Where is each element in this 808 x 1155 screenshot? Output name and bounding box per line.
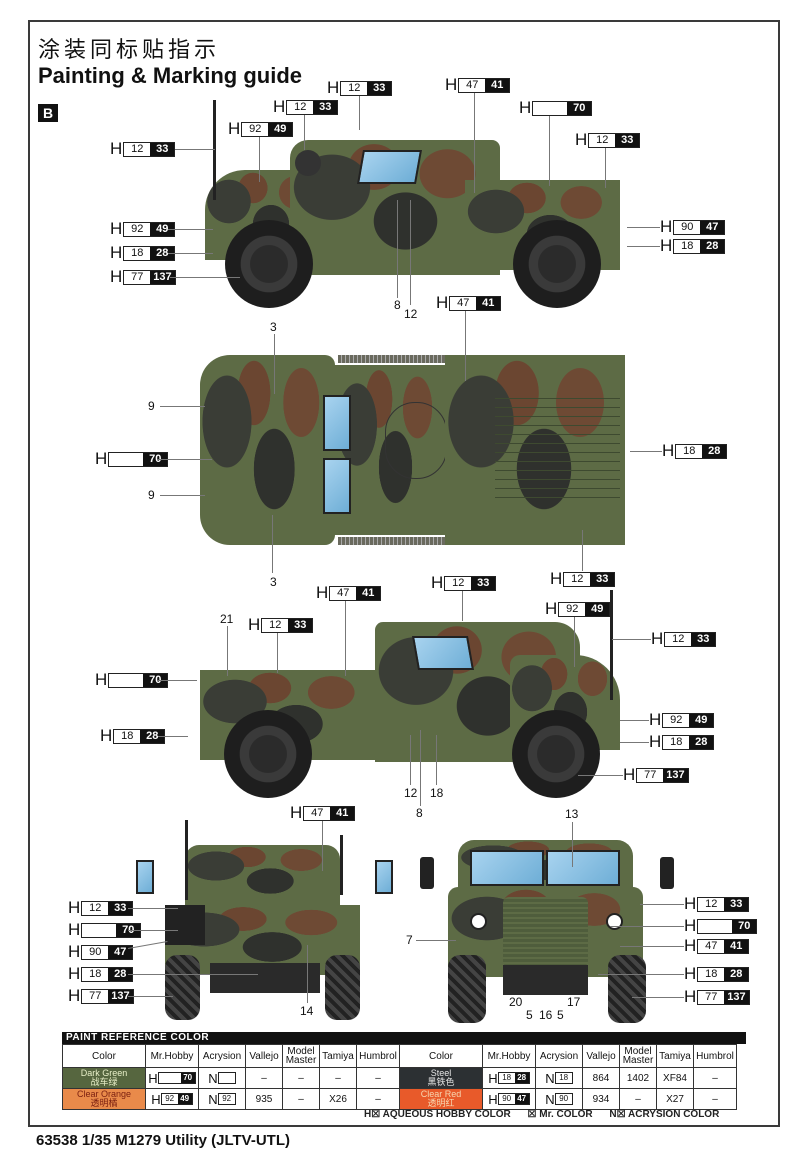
legend-aqueous: H☒ AQUEOUS HOBBY COLOR (364, 1109, 511, 1120)
part-number: 12 (404, 307, 418, 321)
table-header-row: Color Mr.Hobby Acrysion Vallejo Model Ma… (62, 1044, 737, 1068)
part-number: 5 (526, 1008, 533, 1022)
section-badge: B (38, 104, 58, 122)
part-number: 8 (394, 298, 401, 312)
paint-reference-table: Color Mr.Hobby Acrysion Vallejo Model Ma… (62, 1044, 737, 1110)
part-number: 7 (406, 933, 413, 947)
paint-table-title: PAINT REFERENCE COLOR (62, 1032, 746, 1044)
product-title: 63538 1/35 M1279 Utility (JLTV-UTL) (36, 1132, 290, 1149)
paint-legend: H☒ AQUEOUS HOBBY COLOR ☒ Mr. COLOR N☒ AC… (350, 1109, 719, 1120)
part-number: 18 (430, 786, 444, 800)
part-number: 8 (416, 806, 423, 820)
title-chinese: 涂装同标贴指示 (38, 38, 221, 63)
part-number: 9 (148, 488, 155, 502)
part-number: 3 (270, 320, 277, 334)
part-number: 5 (557, 1008, 564, 1022)
page-frame (28, 20, 780, 1127)
part-number: 16 (539, 1008, 553, 1022)
part-number: 13 (565, 807, 579, 821)
title-english: Painting & Marking guide (38, 63, 303, 88)
part-number: 21 (220, 612, 234, 626)
part-number: 17 (567, 995, 581, 1009)
part-number: 14 (300, 1004, 314, 1018)
part-number: 9 (148, 399, 155, 413)
part-number: 20 (509, 995, 523, 1009)
rear-view (130, 815, 395, 1025)
top-view (195, 350, 635, 550)
legend-mr-color: ☒ Mr. COLOR (527, 1109, 593, 1120)
part-number: 3 (270, 575, 277, 589)
right-side-view (190, 590, 630, 800)
part-number: 12 (404, 786, 418, 800)
legend-acrysion: N☒ ACRYSION COLOR (609, 1109, 720, 1120)
front-view (418, 825, 678, 1025)
left-side-view (195, 100, 635, 310)
